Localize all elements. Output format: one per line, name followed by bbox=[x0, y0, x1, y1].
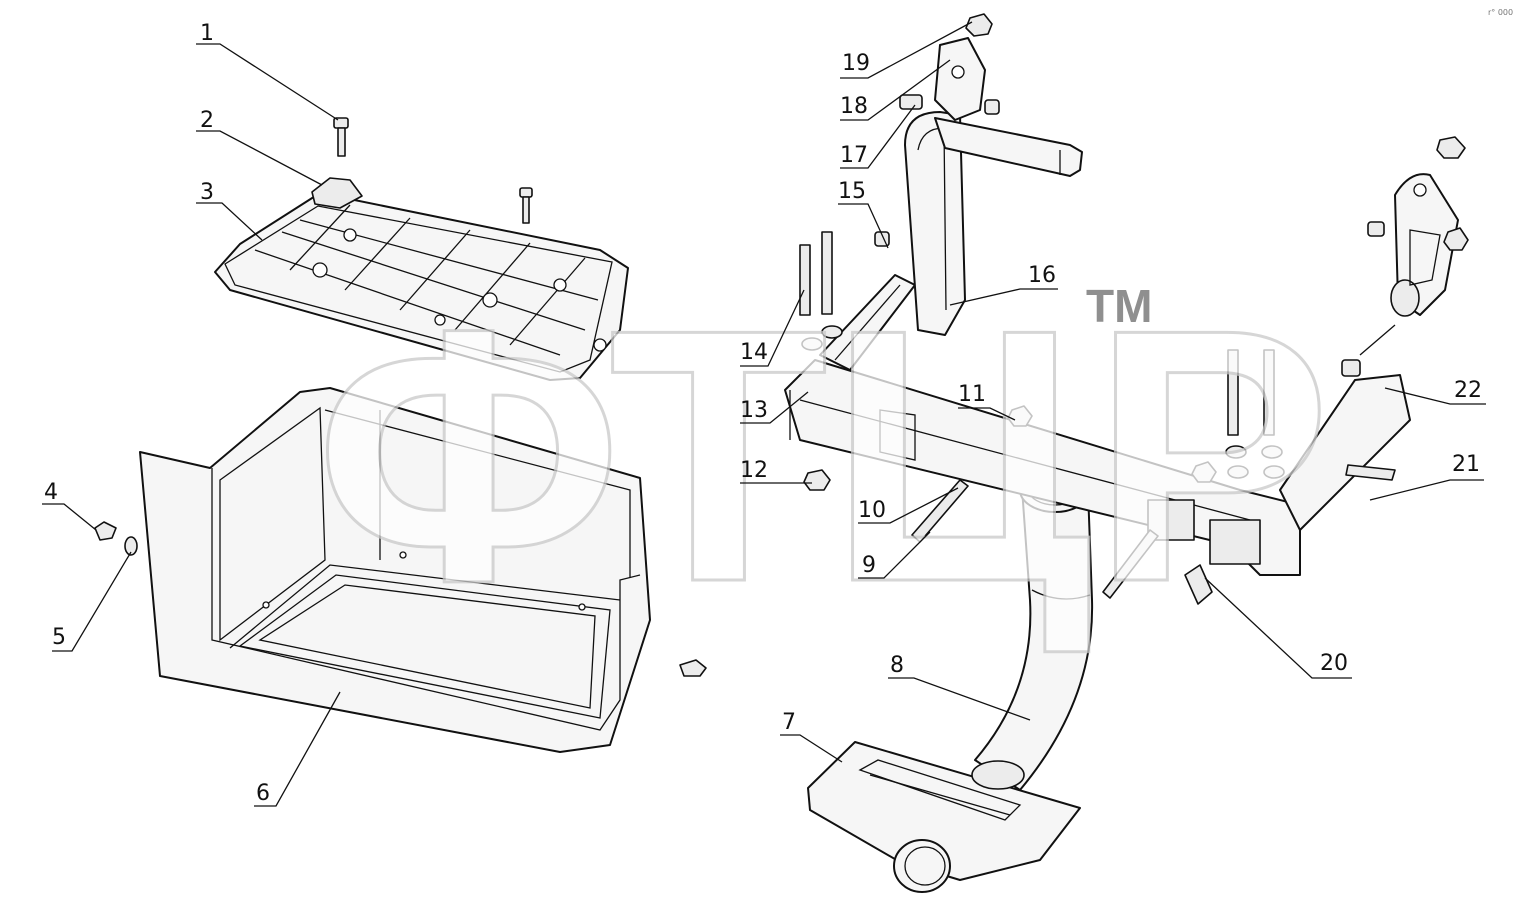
part-7-lower-step bbox=[807, 741, 1081, 893]
callout-17: 17 bbox=[840, 143, 868, 168]
plate-bolt bbox=[519, 187, 533, 224]
callout-21: 21 bbox=[1452, 452, 1480, 477]
callout-19: 19 bbox=[842, 51, 870, 76]
part-4-screw bbox=[94, 521, 117, 541]
leader-lines bbox=[42, 21, 1486, 807]
watermark-trademark: TM bbox=[1086, 280, 1152, 332]
callout-14: 14 bbox=[740, 340, 768, 365]
callout-8: 8 bbox=[890, 653, 904, 678]
callout-16: 16 bbox=[1028, 263, 1056, 288]
part-2-plate-bracket bbox=[311, 177, 363, 209]
callout-7: 7 bbox=[782, 710, 796, 735]
callout-9: 9 bbox=[862, 553, 876, 578]
callout-labels: 1 2 3 4 5 6 7 8 9 10 11 12 13 14 15 16 1… bbox=[44, 21, 1482, 806]
callout-4: 4 bbox=[44, 480, 58, 505]
fasteners bbox=[799, 13, 1469, 605]
part-13-cross-member bbox=[784, 359, 1301, 576]
part-1-bolt bbox=[333, 117, 349, 157]
callout-13: 13 bbox=[740, 398, 768, 423]
part-6-step-box bbox=[139, 387, 651, 753]
callout-11: 11 bbox=[958, 382, 986, 407]
callout-6: 6 bbox=[256, 781, 270, 806]
callout-3: 3 bbox=[200, 180, 214, 205]
callout-2: 2 bbox=[200, 108, 214, 133]
part-15-left-arm bbox=[819, 37, 1083, 371]
part-22-right-arm bbox=[1279, 173, 1459, 531]
part-3-step-plate bbox=[214, 192, 629, 381]
corner-mark: r° 000 bbox=[1488, 8, 1513, 17]
callout-1: 1 bbox=[200, 21, 214, 46]
watermark-logo: ФТЦР bbox=[315, 255, 1332, 657]
callout-15: 15 bbox=[838, 179, 866, 204]
callout-5: 5 bbox=[52, 625, 66, 650]
box-clip bbox=[679, 659, 707, 677]
callout-12: 12 bbox=[740, 458, 768, 483]
callout-18: 18 bbox=[840, 94, 868, 119]
callout-20: 20 bbox=[1320, 651, 1348, 676]
part-5-washer bbox=[124, 536, 138, 556]
callout-22: 22 bbox=[1454, 378, 1482, 403]
callout-10: 10 bbox=[858, 498, 886, 523]
